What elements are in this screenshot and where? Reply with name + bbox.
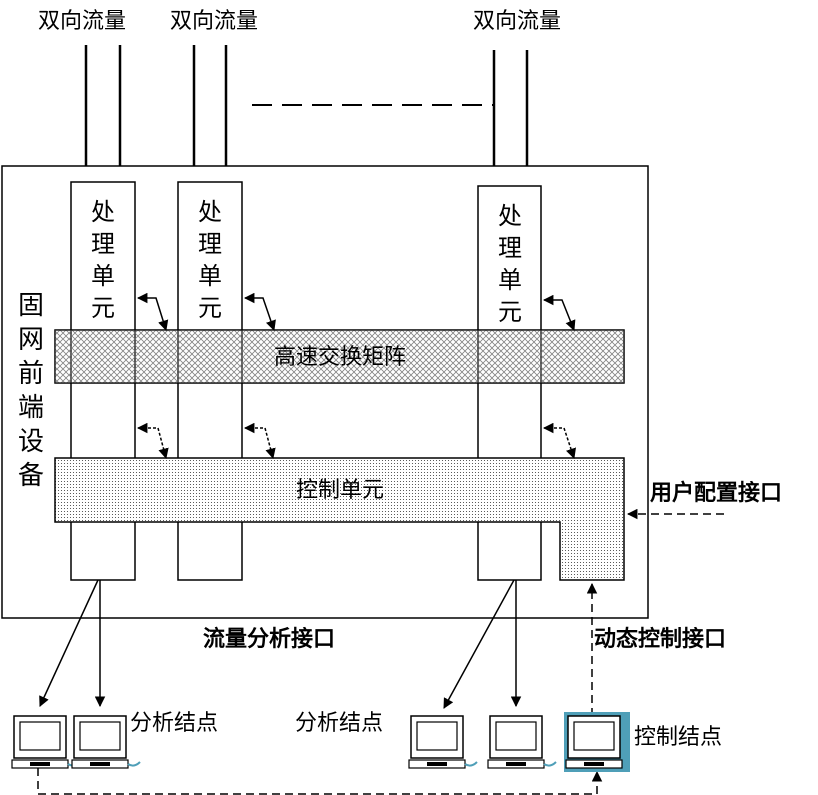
analysis-node-computer-2 [71,715,141,769]
traffic-arrows [78,45,535,186]
switch-matrix-label: 高速交换矩阵 [274,345,406,370]
svg-text:理: 理 [498,234,522,262]
high-speed-switch-matrix [54,329,625,384]
traffic-analysis-interface-label: 流量分析接口 [203,626,335,652]
traffic-label-3: 双向流量 [473,9,561,34]
processing-unit-text-1: 处 理 单 元 [91,198,115,322]
svg-text:处: 处 [198,198,222,226]
analysis-node-label-1: 分析结点 [130,711,218,736]
control-unit-label: 控制单元 [296,478,384,503]
control-node-label: 控制结点 [634,725,722,750]
user-config-interface-label: 用户配置接口 [650,480,782,506]
svg-text:元: 元 [91,294,115,322]
processing-unit-text-3: 处 理 单 元 [498,202,522,326]
svg-text:前: 前 [18,359,44,389]
dynamic-control-interface-label: 动态控制接口 [594,626,726,652]
svg-text:元: 元 [198,294,222,322]
analysis-node-label-2: 分析结点 [295,711,383,736]
svg-text:固: 固 [18,291,44,321]
control-node-computer [564,712,630,772]
traffic-label-1: 双向流量 [38,9,126,34]
node-feedback-dashed-line [37,768,603,795]
analysis-output-arrows [39,579,522,709]
analysis-node-computer-3 [408,715,478,769]
svg-text:单: 单 [198,262,222,290]
switch-link-arrows [136,292,576,332]
device-label: 固 网 前 端 设 备 [18,291,44,491]
svg-text:理: 理 [198,230,222,258]
svg-text:元: 元 [498,298,522,326]
control-link-arrows [136,422,576,460]
svg-text:网: 网 [18,325,44,355]
processing-unit-text-2: 处 理 单 元 [198,198,222,322]
svg-text:设: 设 [18,427,44,457]
analysis-node-computer-4 [487,715,557,769]
svg-text:端: 端 [18,393,44,423]
svg-text:单: 单 [498,266,522,294]
svg-text:理: 理 [91,230,115,258]
svg-text:处: 处 [498,202,522,230]
svg-text:单: 单 [91,262,115,290]
analysis-node-computer-1 [11,715,81,769]
control-unit [54,457,625,581]
svg-text:备: 备 [18,461,44,491]
traffic-label-2: 双向流量 [170,9,258,34]
svg-text:处: 处 [91,198,115,226]
